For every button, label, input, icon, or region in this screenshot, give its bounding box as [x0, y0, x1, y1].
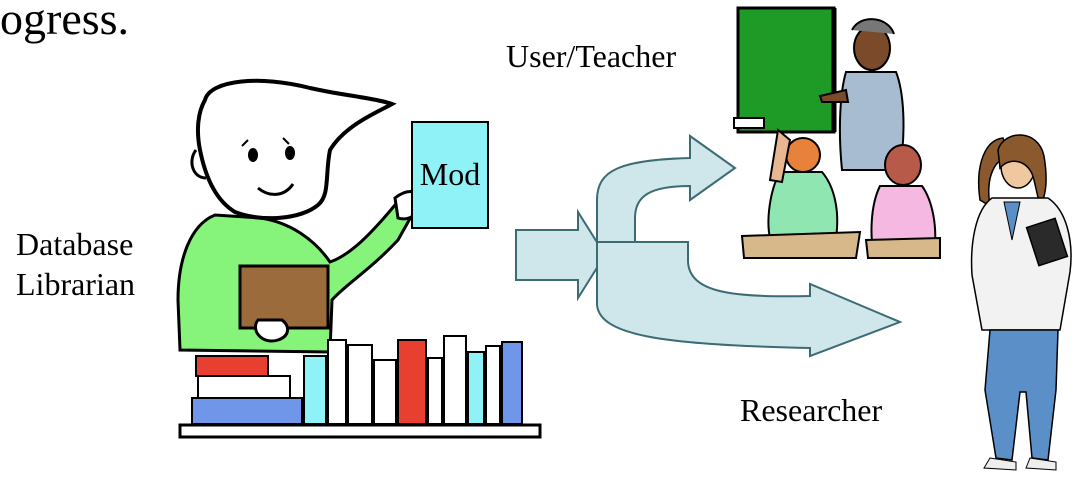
module-card: Mod — [411, 121, 489, 229]
teacher-illustration — [733, 6, 941, 259]
librarian-box — [238, 264, 330, 330]
chalkboard — [736, 6, 836, 134]
user-teacher-label: User/Teacher — [506, 38, 677, 74]
researcher-illustration — [970, 134, 1072, 471]
bookshelf-icon — [178, 335, 542, 439]
module-label: Mod — [420, 156, 480, 192]
researcher-arrow — [596, 241, 903, 358]
database-label: Database — [16, 226, 134, 262]
librarian-head — [195, 78, 397, 221]
researcher-label: Researcher — [740, 392, 883, 428]
flow-arrows — [515, 134, 903, 358]
input-arrow — [515, 208, 607, 302]
librarian-illustration — [176, 78, 422, 354]
teacher-arrow — [596, 134, 737, 243]
slide-heading-fragment: ogress. — [0, 0, 130, 44]
librarian-label: Librarian — [16, 266, 136, 302]
